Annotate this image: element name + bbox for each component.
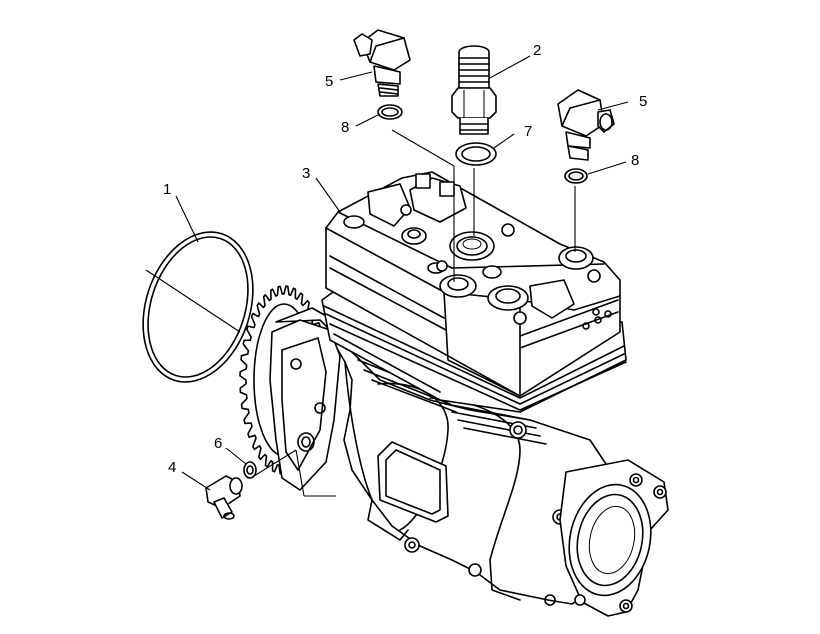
callout-4: 4: [168, 459, 176, 476]
pressure-switch-right: [557, 89, 615, 161]
pressure-switch-left: [353, 29, 411, 97]
o-ring-small-left: [377, 104, 403, 120]
o-ring-small-right: [564, 168, 588, 184]
callout-8-right: 8: [631, 152, 639, 169]
callout-6: 6: [214, 435, 222, 452]
callout-3: 3: [302, 165, 310, 182]
callout-1: 1: [163, 181, 171, 198]
callout-2: 2: [533, 42, 541, 59]
small-washer: [243, 461, 257, 479]
callout-5-right: 5: [639, 93, 647, 110]
assembly-lines: [145, 129, 576, 497]
callout-7: 7: [524, 123, 532, 140]
sealing-washer: [455, 142, 497, 166]
elbow-fitting: [205, 475, 243, 520]
threaded-fitting: [451, 45, 497, 135]
crankcase-housing: [269, 307, 669, 617]
callout-8-left: 8: [341, 119, 349, 136]
cylinder-head: [321, 171, 627, 413]
callout-5-left: 5: [325, 73, 333, 90]
o-ring-seal: [142, 231, 254, 383]
leader-lines: [175, 55, 629, 491]
